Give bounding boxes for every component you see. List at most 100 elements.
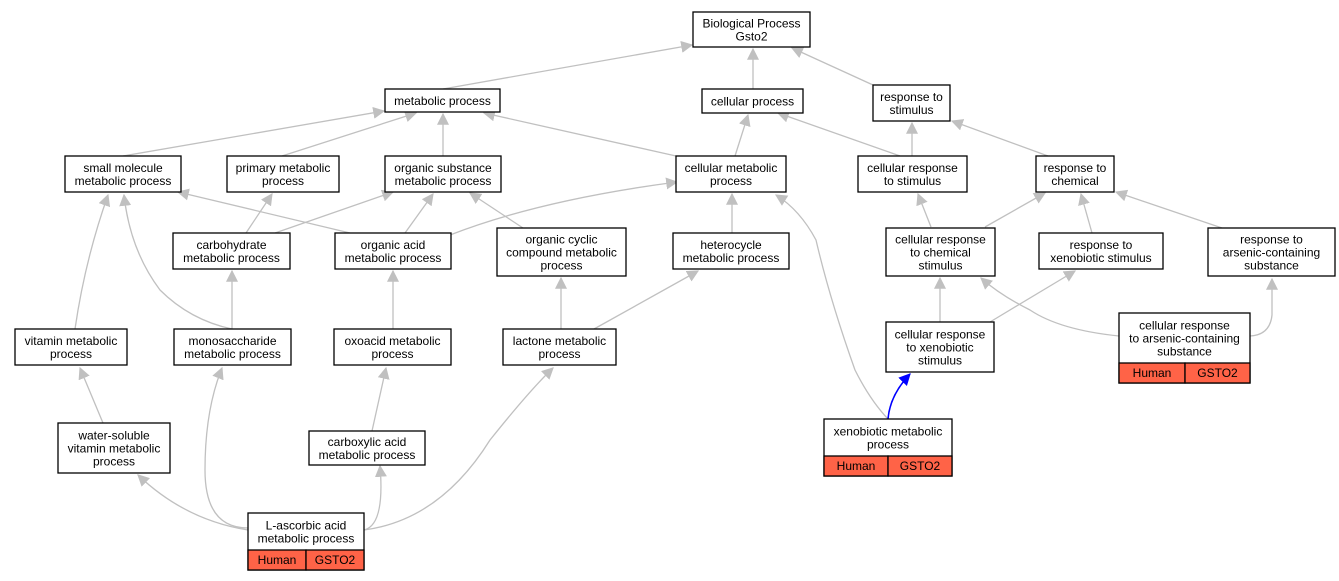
term-label-line: response to	[880, 90, 943, 104]
edge-ascorbic-to-water-sol	[137, 474, 249, 531]
term-label-line: metabolic process	[184, 347, 281, 361]
term-label-line: heterocycle	[700, 238, 762, 252]
term-label-line: substance	[1157, 345, 1212, 359]
term-label-line: metabolic process	[395, 174, 492, 188]
term-label-line: small molecule	[83, 161, 163, 175]
gene-cell	[305, 549, 365, 571]
edge-cell-resp-stim-to-cellular	[776, 110, 901, 157]
term-label-line: cellular response	[895, 328, 986, 342]
term-label-line: process	[371, 347, 413, 361]
term-label-line: process	[262, 174, 304, 188]
term-box	[384, 88, 501, 113]
term-label-line: lactone metabolic	[513, 334, 606, 348]
term-box	[226, 155, 340, 193]
term-label-line: cellular response	[867, 161, 958, 175]
term-label-line: chemical	[1051, 174, 1098, 188]
term-label-line: L-ascorbic acid	[266, 519, 347, 533]
term-label-line: metabolic process	[183, 251, 280, 265]
term-label-line: organic substance	[394, 161, 492, 175]
term-label-line: process	[93, 455, 135, 469]
term-label-line: cellular response	[895, 233, 986, 247]
term-box	[885, 321, 995, 373]
edge-ascorbic-to-monosacch	[204, 366, 249, 529]
term-label-line: compound metabolic	[506, 246, 617, 260]
term-label-line: to xenobiotic	[906, 341, 973, 355]
gene-label: GSTO2	[315, 553, 356, 567]
term-label-line: cellular metabolic	[685, 161, 778, 175]
edge-cell-resp-chem-to-cell-resp-stim	[916, 192, 932, 228]
term-label-line: vitamin metabolic	[68, 442, 161, 456]
term-box	[308, 430, 426, 466]
go-term-metabolic[interactable]: metabolic process	[384, 88, 501, 113]
term-label-line: process	[540, 259, 582, 273]
gene-cell	[1184, 362, 1251, 384]
term-box	[172, 232, 291, 270]
edge-org-acid-to-organic-subst	[404, 193, 434, 234]
term-label-line: process	[710, 174, 752, 188]
edge-primary-to-metabolic	[281, 110, 418, 157]
edge-carb-to-primary	[245, 193, 273, 234]
species-label: Human	[837, 459, 876, 473]
term-label-line: metabolic process	[75, 174, 172, 188]
term-box	[675, 155, 787, 193]
edge-lactone-to-heterocycle	[593, 270, 700, 330]
term-label-line: vitamin metabolic	[25, 334, 118, 348]
term-label-line: carbohydrate	[196, 238, 266, 252]
term-box	[857, 155, 968, 193]
term-label-line: to chemical	[910, 246, 971, 260]
term-label-line: organic cyclic	[525, 233, 597, 247]
edge-resp-chem-to-response	[950, 119, 1049, 157]
term-label-line: stimulus	[918, 259, 962, 273]
term-label-line: water-soluble	[77, 429, 150, 443]
edge-cell-resp-arsenic-to-cell-resp-chem	[980, 277, 1120, 337]
edge-resp-xeno-to-resp-chem	[1078, 192, 1093, 234]
edge-vitamin-to-small-mol	[74, 193, 111, 330]
term-label-line: carboxylic acid	[328, 435, 407, 449]
species-label: Human	[1133, 366, 1172, 380]
term-box	[872, 84, 951, 122]
term-box	[384, 155, 502, 193]
term-label-line: primary metabolic	[236, 161, 331, 175]
term-label-line: process	[538, 347, 580, 361]
term-label-line: stimulus	[918, 354, 962, 368]
edge-org-acid-to-small-mol	[176, 188, 351, 234]
term-label-line: oxoacid metabolic	[344, 334, 440, 348]
edge-monosacch-to-small-mol	[119, 193, 233, 330]
term-label-line: organic acid	[361, 238, 426, 252]
edge-cell-resp-xeno-to-resp-xeno	[989, 270, 1077, 323]
gene-label: GSTO2	[1197, 366, 1238, 380]
term-label-line: process	[867, 438, 909, 452]
term-label-line: response to	[1070, 238, 1133, 252]
edge-cell-met-to-cellular	[734, 113, 751, 157]
go-term-cellular[interactable]: cellular process	[701, 88, 804, 114]
term-box	[885, 227, 996, 277]
edge-small-mol-to-metabolic	[122, 106, 386, 157]
term-label-line: metabolic process	[319, 448, 416, 462]
